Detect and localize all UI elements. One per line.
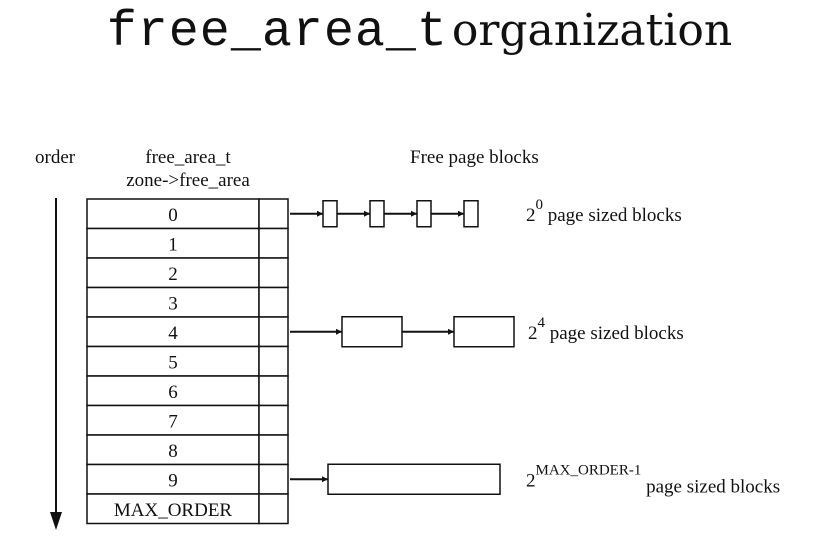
block-size-label: 24 page sized blocks: [528, 315, 684, 344]
order-label: 9: [168, 470, 178, 491]
free-page-block: [453, 316, 515, 348]
pointer-cell: [258, 463, 289, 495]
order-axis-arrowhead: [50, 512, 62, 530]
free-page-block: [327, 463, 501, 495]
page-title: free_area_t organization: [0, 4, 839, 61]
pointer-cell: [258, 345, 289, 377]
free-page-block: [369, 200, 385, 228]
block-size-base: 2: [526, 205, 536, 226]
order-cell: [86, 257, 260, 289]
title-text: organization: [451, 5, 733, 56]
pointer-cell: [258, 286, 289, 318]
pointer-cell: [258, 434, 289, 466]
block-size-base: 2: [528, 323, 538, 344]
pointer-cell: [258, 404, 289, 436]
free-page-block: [341, 316, 403, 348]
order-label: 6: [168, 382, 178, 403]
free-page-block: [322, 200, 338, 228]
pointer-cell: [258, 316, 289, 348]
free-page-block: [463, 200, 479, 228]
block-size-label: 20 page sized blocks: [526, 197, 682, 226]
free-page-block: [416, 200, 432, 228]
order-header: order: [35, 147, 76, 168]
order-label: 1: [168, 234, 178, 255]
block-size-exponent: MAX_ORDER-1: [536, 462, 642, 478]
pointer-cell: [258, 198, 289, 230]
pointer-cell: [258, 257, 289, 289]
block-size-base: 2: [526, 470, 536, 491]
block-size-suffix: page sized blocks: [545, 323, 684, 344]
pointer-cell: [258, 493, 289, 525]
title-code: free_area_t: [106, 4, 448, 61]
order-cell: [86, 316, 260, 348]
order-label: 4: [168, 323, 178, 344]
order-label: 0: [168, 205, 178, 226]
block-size-exponent: 0: [536, 197, 544, 213]
order-cell: [86, 227, 260, 259]
array-header-line2: zone->free_area: [126, 170, 250, 191]
block-size-exponent: 4: [538, 315, 546, 331]
order-label: 7: [168, 411, 178, 432]
array-header-line1: free_area_t: [145, 147, 231, 168]
order-cell: [86, 345, 260, 377]
block-size-label: 2MAX_ORDER-1 page sized blocks: [526, 462, 780, 497]
order-label: 8: [168, 441, 178, 462]
pointer-cell: [258, 227, 289, 259]
order-cell: [86, 493, 260, 525]
order-label: 3: [168, 293, 178, 314]
order-label: 5: [168, 352, 178, 373]
order-label: MAX_ORDER: [114, 500, 233, 521]
pointer-cell: [258, 375, 289, 407]
blocks-header: Free page blocks: [410, 147, 539, 168]
block-size-suffix: page sized blocks: [543, 205, 682, 226]
block-size-suffix: page sized blocks: [641, 476, 780, 497]
order-label: 2: [168, 264, 178, 285]
